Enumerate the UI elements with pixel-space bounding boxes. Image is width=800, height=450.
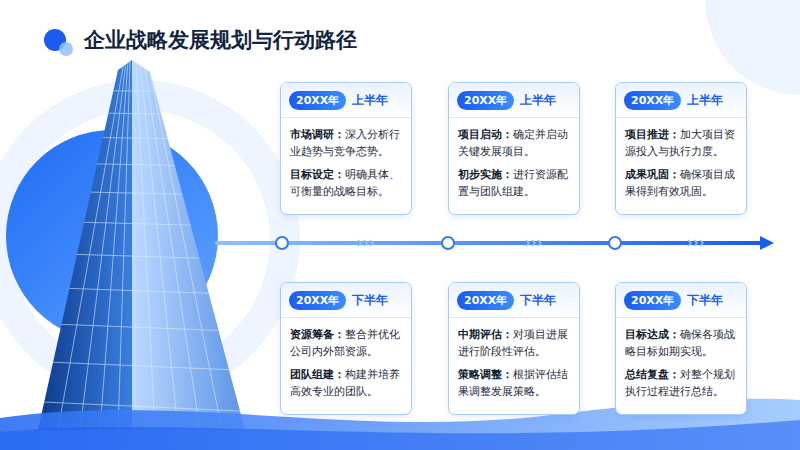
timeline-bar [215, 241, 762, 245]
year-pill: 20XX年 [624, 91, 681, 110]
grid-line [80, 62, 126, 430]
grid-line [0, 322, 260, 332]
timeline-arrowhead [760, 236, 774, 250]
item-label: 项目推进： [625, 128, 680, 141]
grid-line [0, 136, 260, 140]
window-grid [0, 62, 260, 430]
chevron-group [526, 240, 541, 246]
grid-line [118, 62, 130, 430]
item-label: 策略调整： [458, 368, 513, 381]
year-pill: 20XX年 [289, 291, 346, 310]
timeline-dot [442, 237, 454, 249]
half-year: 下半年 [352, 292, 388, 309]
card-item: 总结复盘：对整个规划执行过程进行总结。 [625, 366, 738, 400]
timeline-card: 20XX年下半年目标达成：确保各项战略目标如期实现。总结复盘：对整个规划执行过程… [615, 282, 747, 415]
half-year: 上半年 [352, 92, 388, 109]
timeline-dot [609, 237, 621, 249]
card-item: 目标达成：确保各项战略目标如期实现。 [625, 326, 738, 360]
timeline-card: 20XX年上半年项目启动：确定并启动关键发展项目。初步实施：进行资源配置与团队组… [448, 82, 580, 215]
card-body: 市场调研：深入分析行业趋势与竞争态势。目标设定：明确具体、可衡量的战略目标。 [281, 118, 411, 214]
building-left-face [38, 60, 132, 430]
item-label: 目标达成： [625, 328, 680, 341]
chevron-group [358, 240, 373, 246]
card-body: 中期评估：对项目进展进行阶段性评估。策略调整：根据评估结果调整发展策略。 [449, 318, 579, 414]
timeline [215, 236, 774, 250]
timeline-card: 20XX年上半年市场调研：深入分析行业趋势与竞争态势。目标设定：明确具体、可衡量… [280, 82, 412, 215]
item-label: 资源筹备： [290, 328, 345, 341]
half-year: 上半年 [520, 92, 556, 109]
chevron-group [688, 240, 703, 246]
card-header: 20XX年下半年 [616, 283, 746, 318]
card-item: 项目启动：确定并启动关键发展项目。 [458, 126, 571, 160]
card-item: 初步实施：进行资源配置与团队组建。 [458, 166, 571, 200]
item-label: 目标设定： [290, 168, 345, 181]
half-year: 上半年 [687, 92, 723, 109]
card-body: 项目启动：确定并启动关键发展项目。初步实施：进行资源配置与团队组建。 [449, 118, 579, 214]
card-body: 目标达成：确保各项战略目标如期实现。总结复盘：对整个规划执行过程进行总结。 [616, 318, 746, 414]
item-label: 成果巩固： [625, 168, 680, 181]
item-label: 团队组建： [290, 368, 345, 381]
half-year: 下半年 [520, 292, 556, 309]
year-pill: 20XX年 [457, 291, 514, 310]
grid-line [0, 220, 260, 227]
item-label: 项目启动： [458, 128, 513, 141]
card-item: 中期评估：对项目进展进行阶段性评估。 [458, 326, 571, 360]
grid-line [0, 190, 260, 196]
card-header: 20XX年上半年 [449, 83, 579, 118]
card-header: 20XX年下半年 [281, 283, 411, 318]
grid-line [0, 360, 260, 371]
page-title: 企业战略发展规划与行动路径 [84, 26, 357, 54]
card-body: 资源筹备：整合并优化公司内外部资源。团队组建：构建并培养高效专业的团队。 [281, 318, 411, 414]
year-pill: 20XX年 [624, 291, 681, 310]
year-pill: 20XX年 [289, 91, 346, 110]
card-header: 20XX年上半年 [616, 83, 746, 118]
card-item: 成果巩固：确保项目成果得到有效巩固。 [625, 166, 738, 200]
item-label: 总结复盘： [625, 368, 680, 381]
bottom-wave-dark [0, 420, 800, 450]
grid-line [148, 62, 222, 430]
half-year: 下半年 [687, 292, 723, 309]
card-item: 项目推进：加大项目资源投入与执行力度。 [625, 126, 738, 160]
card-header: 20XX年下半年 [449, 283, 579, 318]
year-pill: 20XX年 [457, 91, 514, 110]
card-item: 团队组建：构建并培养高效专业的团队。 [290, 366, 403, 400]
timeline-card: 20XX年下半年资源筹备：整合并优化公司内外部资源。团队组建：构建并培养高效专业… [280, 282, 412, 415]
card-item: 资源筹备：整合并优化公司内外部资源。 [290, 326, 403, 360]
card-item: 策略调整：根据评估结果调整发展策略。 [458, 366, 571, 400]
card-header: 20XX年上半年 [281, 83, 411, 118]
card-item: 目标设定：明确具体、可衡量的战略目标。 [290, 166, 403, 200]
grid-line [0, 90, 260, 92]
grid-line [0, 112, 260, 115]
chevrons [358, 240, 703, 246]
grid-line [144, 62, 200, 430]
card-item: 市场调研：深入分析行业趋势与竞争态势。 [290, 126, 403, 160]
card-body: 项目推进：加大项目资源投入与执行力度。成果巩固：确保项目成果得到有效巩固。 [616, 118, 746, 214]
logo-dot-small [59, 42, 73, 56]
grid-line [0, 286, 260, 295]
item-label: 初步实施： [458, 168, 513, 181]
timeline-card: 20XX年下半年中期评估：对项目进展进行阶段性评估。策略调整：根据评估结果调整发… [448, 282, 580, 415]
corner-circle [705, 0, 800, 95]
timeline-dot [276, 237, 288, 249]
timeline-card: 20XX年上半年项目推进：加大项目资源投入与执行力度。成果巩固：确保项目成果得到… [615, 82, 747, 215]
grid-line [0, 162, 260, 167]
grid-line [0, 252, 260, 260]
item-label: 中期评估： [458, 328, 513, 341]
item-label: 市场调研： [290, 128, 345, 141]
